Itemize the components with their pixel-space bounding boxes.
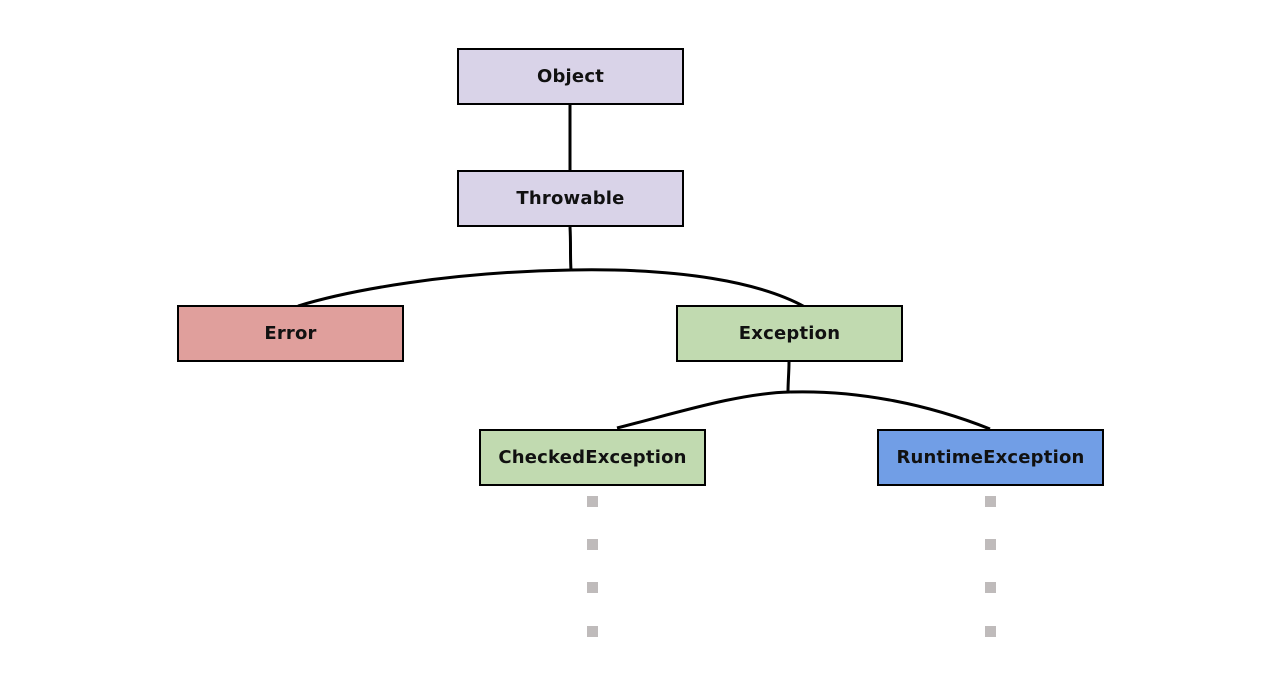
edge-exception-checked-arc (616, 390, 791, 430)
node-error: Error (177, 305, 404, 362)
ellipsis-dot-checked (587, 582, 598, 593)
node-throwable: Throwable (457, 170, 684, 227)
node-runtime-exception: RuntimeException (877, 429, 1104, 486)
node-checked-exception: CheckedException (479, 429, 706, 486)
edge-throwable-junction (568, 226, 573, 271)
edge-exception-junction (786, 361, 791, 393)
ellipsis-dot-checked (587, 539, 598, 550)
ellipsis-dot-checked (587, 626, 598, 637)
ellipsis-dot-runtime (985, 539, 996, 550)
ellipsis-dot-checked (587, 496, 598, 507)
edge-throwable-exception-arc (570, 268, 806, 309)
edge-throwable-error-arc (297, 268, 572, 308)
edge-exception-runtime-arc (789, 390, 991, 431)
ellipsis-dot-runtime (985, 582, 996, 593)
ellipsis-dot-runtime (985, 496, 996, 507)
node-exception: Exception (676, 305, 903, 362)
ellipsis-dot-runtime (985, 626, 996, 637)
node-object: Object (457, 48, 684, 105)
